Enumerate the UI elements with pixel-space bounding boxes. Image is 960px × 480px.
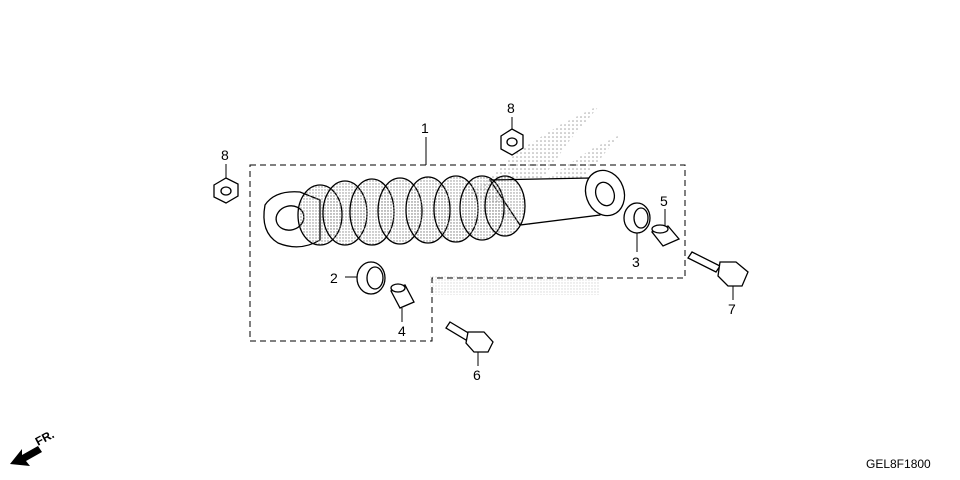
nut-left	[213, 164, 239, 204]
nut-top	[500, 117, 524, 156]
bolt-upper	[687, 251, 749, 300]
callout-1: 1	[421, 120, 429, 136]
callout-6: 6	[473, 367, 481, 383]
callout-8-left: 8	[221, 147, 229, 163]
collar-left	[390, 283, 415, 322]
shock-absorber	[263, 169, 626, 248]
front-arrow-icon: FR.	[10, 427, 56, 466]
callout-8-top: 8	[507, 100, 515, 116]
bolt-lower	[445, 321, 494, 366]
collar-bushing-left	[345, 261, 386, 295]
collar-bushing-right	[623, 202, 651, 252]
callout-3: 3	[632, 254, 640, 270]
assembly-frame	[249, 164, 686, 342]
collar-right	[650, 209, 681, 247]
callout-2: 2	[330, 270, 338, 286]
callout-7: 7	[728, 301, 736, 317]
diagram-code: GEL8F1800	[866, 457, 931, 471]
callout-4: 4	[398, 323, 406, 339]
callout-5: 5	[660, 193, 668, 209]
front-label: FR.	[33, 427, 57, 448]
